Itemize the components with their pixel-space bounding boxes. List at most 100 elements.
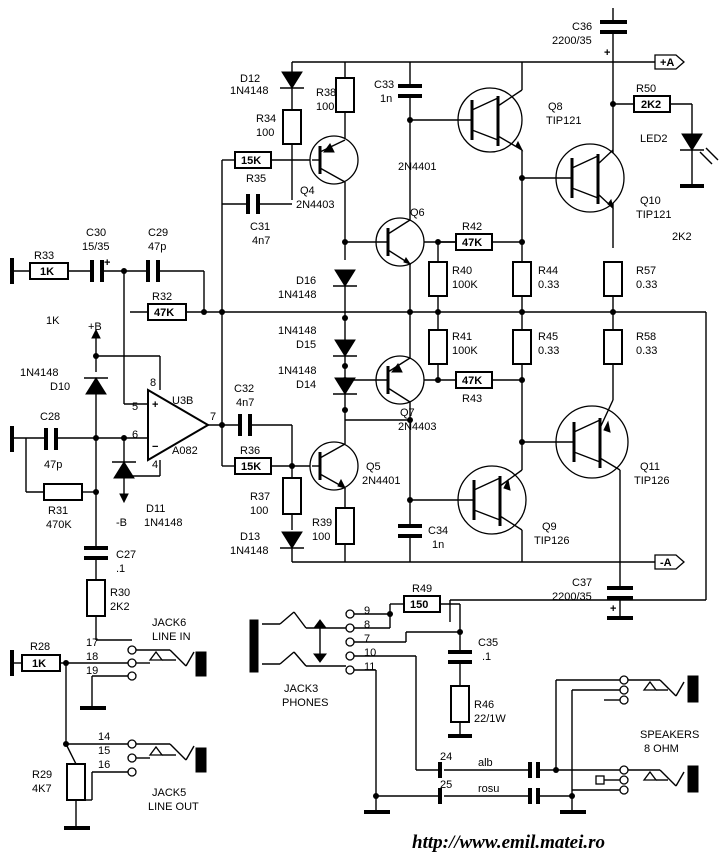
c31-value: 4n7 bbox=[252, 235, 270, 247]
r28-label: R28 bbox=[30, 641, 50, 653]
c30-label: C30 bbox=[86, 227, 106, 239]
q5-part: 2N4401 bbox=[362, 475, 401, 487]
jack6-name: LINE IN bbox=[152, 631, 191, 643]
r37-value: 100 bbox=[250, 505, 268, 517]
r34-resistor bbox=[282, 109, 302, 145]
r34-value: 100 bbox=[256, 127, 274, 139]
r30-label: R30 bbox=[110, 587, 130, 599]
c27-value: .1 bbox=[116, 563, 125, 575]
r37-resistor bbox=[282, 477, 302, 515]
r42-label: R42 bbox=[462, 221, 482, 233]
d15-label: D15 bbox=[296, 339, 316, 351]
q8-label: Q8 bbox=[548, 101, 563, 113]
q4-part: 2N4403 bbox=[296, 199, 335, 211]
r40-value: 100K bbox=[452, 279, 478, 291]
opamp-negative-supply: -B bbox=[116, 517, 127, 529]
pin-24: 24 bbox=[440, 751, 452, 763]
r37-label: R37 bbox=[250, 491, 270, 503]
r57-label: R57 bbox=[636, 265, 656, 277]
speakers-impedance: 8 OHM bbox=[644, 743, 679, 755]
q8-part: TIP121 bbox=[546, 115, 581, 127]
jack3-name: PHONES bbox=[282, 697, 328, 709]
d12-diode bbox=[280, 62, 304, 110]
r38-label: R38 bbox=[316, 87, 336, 99]
q6-transistor bbox=[345, 176, 456, 312]
jack6 bbox=[127, 645, 207, 681]
c29-value: 47p bbox=[148, 241, 166, 253]
pin-15: 15 bbox=[98, 745, 110, 757]
c35-label: C35 bbox=[478, 637, 498, 649]
r58-resistor bbox=[603, 329, 623, 365]
opamp-pin-4: 4 bbox=[152, 459, 158, 471]
opamp-plus-sign: + bbox=[152, 399, 158, 411]
negative-rail: -A bbox=[292, 470, 685, 620]
c35-value: .1 bbox=[482, 651, 491, 663]
pin-16: 16 bbox=[98, 759, 110, 771]
c34-label: C34 bbox=[428, 525, 448, 537]
jack5-ref: JACK5 bbox=[152, 787, 186, 799]
c31-label: C31 bbox=[250, 221, 270, 233]
pin-10: 10 bbox=[364, 647, 376, 659]
d14-label: D14 bbox=[296, 379, 316, 391]
pin-17: 17 bbox=[86, 637, 98, 649]
r44-label: R44 bbox=[538, 265, 558, 277]
r46-value: 22/1W bbox=[474, 713, 506, 725]
q7-part: 2N4403 bbox=[398, 421, 437, 433]
r29-value: 4K7 bbox=[32, 783, 52, 795]
pin-25: 25 bbox=[440, 779, 452, 791]
q9-part: TIP126 bbox=[534, 535, 569, 547]
wire-rosu: rosu bbox=[478, 783, 499, 795]
r42-value: 47K bbox=[462, 237, 482, 249]
c30-value: 15/35 bbox=[82, 241, 110, 253]
r32-value: 47K bbox=[154, 307, 174, 319]
d11-label: D11 bbox=[146, 503, 165, 515]
jack6-ref: JACK6 bbox=[152, 617, 186, 629]
c37-label: C37 bbox=[572, 577, 592, 589]
q10-label: Q10 bbox=[640, 195, 661, 207]
led2-diode bbox=[680, 133, 719, 188]
r38-value: 100 bbox=[316, 101, 334, 113]
c27-label: C27 bbox=[116, 549, 136, 561]
r58-label: R58 bbox=[636, 331, 656, 343]
r50-value: 2K2 bbox=[641, 99, 661, 111]
r31-label: R31 bbox=[48, 505, 68, 517]
q9-label: Q9 bbox=[542, 521, 557, 533]
q10-transistor bbox=[522, 143, 625, 213]
d10-part: 1N4148 bbox=[20, 367, 59, 379]
c33-label: C33 bbox=[374, 79, 394, 91]
jack5-name: LINE OUT bbox=[148, 801, 199, 813]
r43-label: R43 bbox=[462, 393, 482, 405]
opamp-pin-7: 7 bbox=[210, 411, 216, 423]
r40-resistor bbox=[428, 261, 448, 297]
r28-value: 1K bbox=[32, 658, 46, 670]
positive-rail-label: +A bbox=[660, 57, 674, 69]
opamp-pin-6: 6 bbox=[132, 429, 138, 441]
led-note: 2K2 bbox=[672, 231, 692, 243]
d10-label: D10 bbox=[50, 381, 70, 393]
note-1k: 1K bbox=[46, 315, 60, 327]
c28-value: 47p bbox=[44, 459, 62, 471]
q7-transistor bbox=[345, 312, 456, 420]
r32-resistor bbox=[147, 303, 187, 321]
r33-label: R33 bbox=[34, 250, 54, 262]
r33-value: 1K bbox=[40, 266, 54, 278]
opamp-u3b: + − bbox=[147, 388, 210, 462]
q11-part: TIP126 bbox=[634, 475, 669, 487]
c32-label: C32 bbox=[234, 383, 254, 395]
r46-label: R46 bbox=[474, 699, 494, 711]
q4-label: Q4 bbox=[300, 185, 315, 197]
c36-plus: + bbox=[604, 47, 610, 59]
c34-value: 1n bbox=[432, 539, 444, 551]
pin-19: 19 bbox=[86, 665, 98, 677]
d16-part: 1N4148 bbox=[278, 289, 317, 301]
led2-label: LED2 bbox=[640, 133, 668, 145]
r29-resistor bbox=[66, 763, 86, 801]
r35-value: 15K bbox=[241, 155, 261, 167]
r30-resistor bbox=[86, 579, 106, 617]
pin-9: 9 bbox=[364, 605, 370, 617]
speakers-label: SPEAKERS bbox=[640, 729, 699, 741]
q11-transistor bbox=[522, 399, 629, 479]
q6-part: 2N4401 bbox=[398, 161, 437, 173]
bias-diodes bbox=[333, 269, 357, 444]
